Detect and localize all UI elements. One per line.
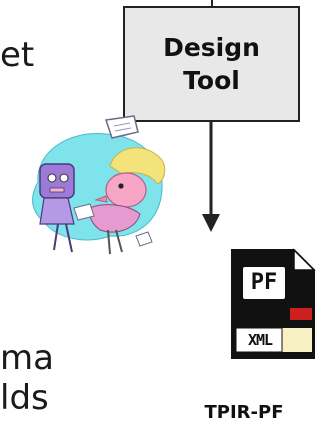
design-tool-box: Design Tool (123, 6, 300, 122)
design-tool-label-line1: Design (163, 33, 260, 62)
tpir-pf-caption: TPIR-PF (204, 402, 284, 423)
body-text-fragment-lds: lds (0, 378, 49, 418)
slide-left-edge (0, 0, 1, 437)
flow-arrow-head (202, 214, 220, 232)
body-text-fragment-ma: ma (0, 338, 54, 378)
design-tool-label-line2: Tool (183, 66, 240, 95)
file-icon-top-label: PF (250, 270, 278, 295)
incoming-connector-line (211, 0, 213, 8)
body-text-fragment-et: et (0, 35, 35, 75)
cartoon-figures-with-papers-icon (32, 115, 166, 255)
file-graphic (231, 248, 316, 359)
file-icon-bottom-label: XML (247, 331, 273, 349)
pf-xml-file-icon: PF XML (230, 248, 316, 360)
